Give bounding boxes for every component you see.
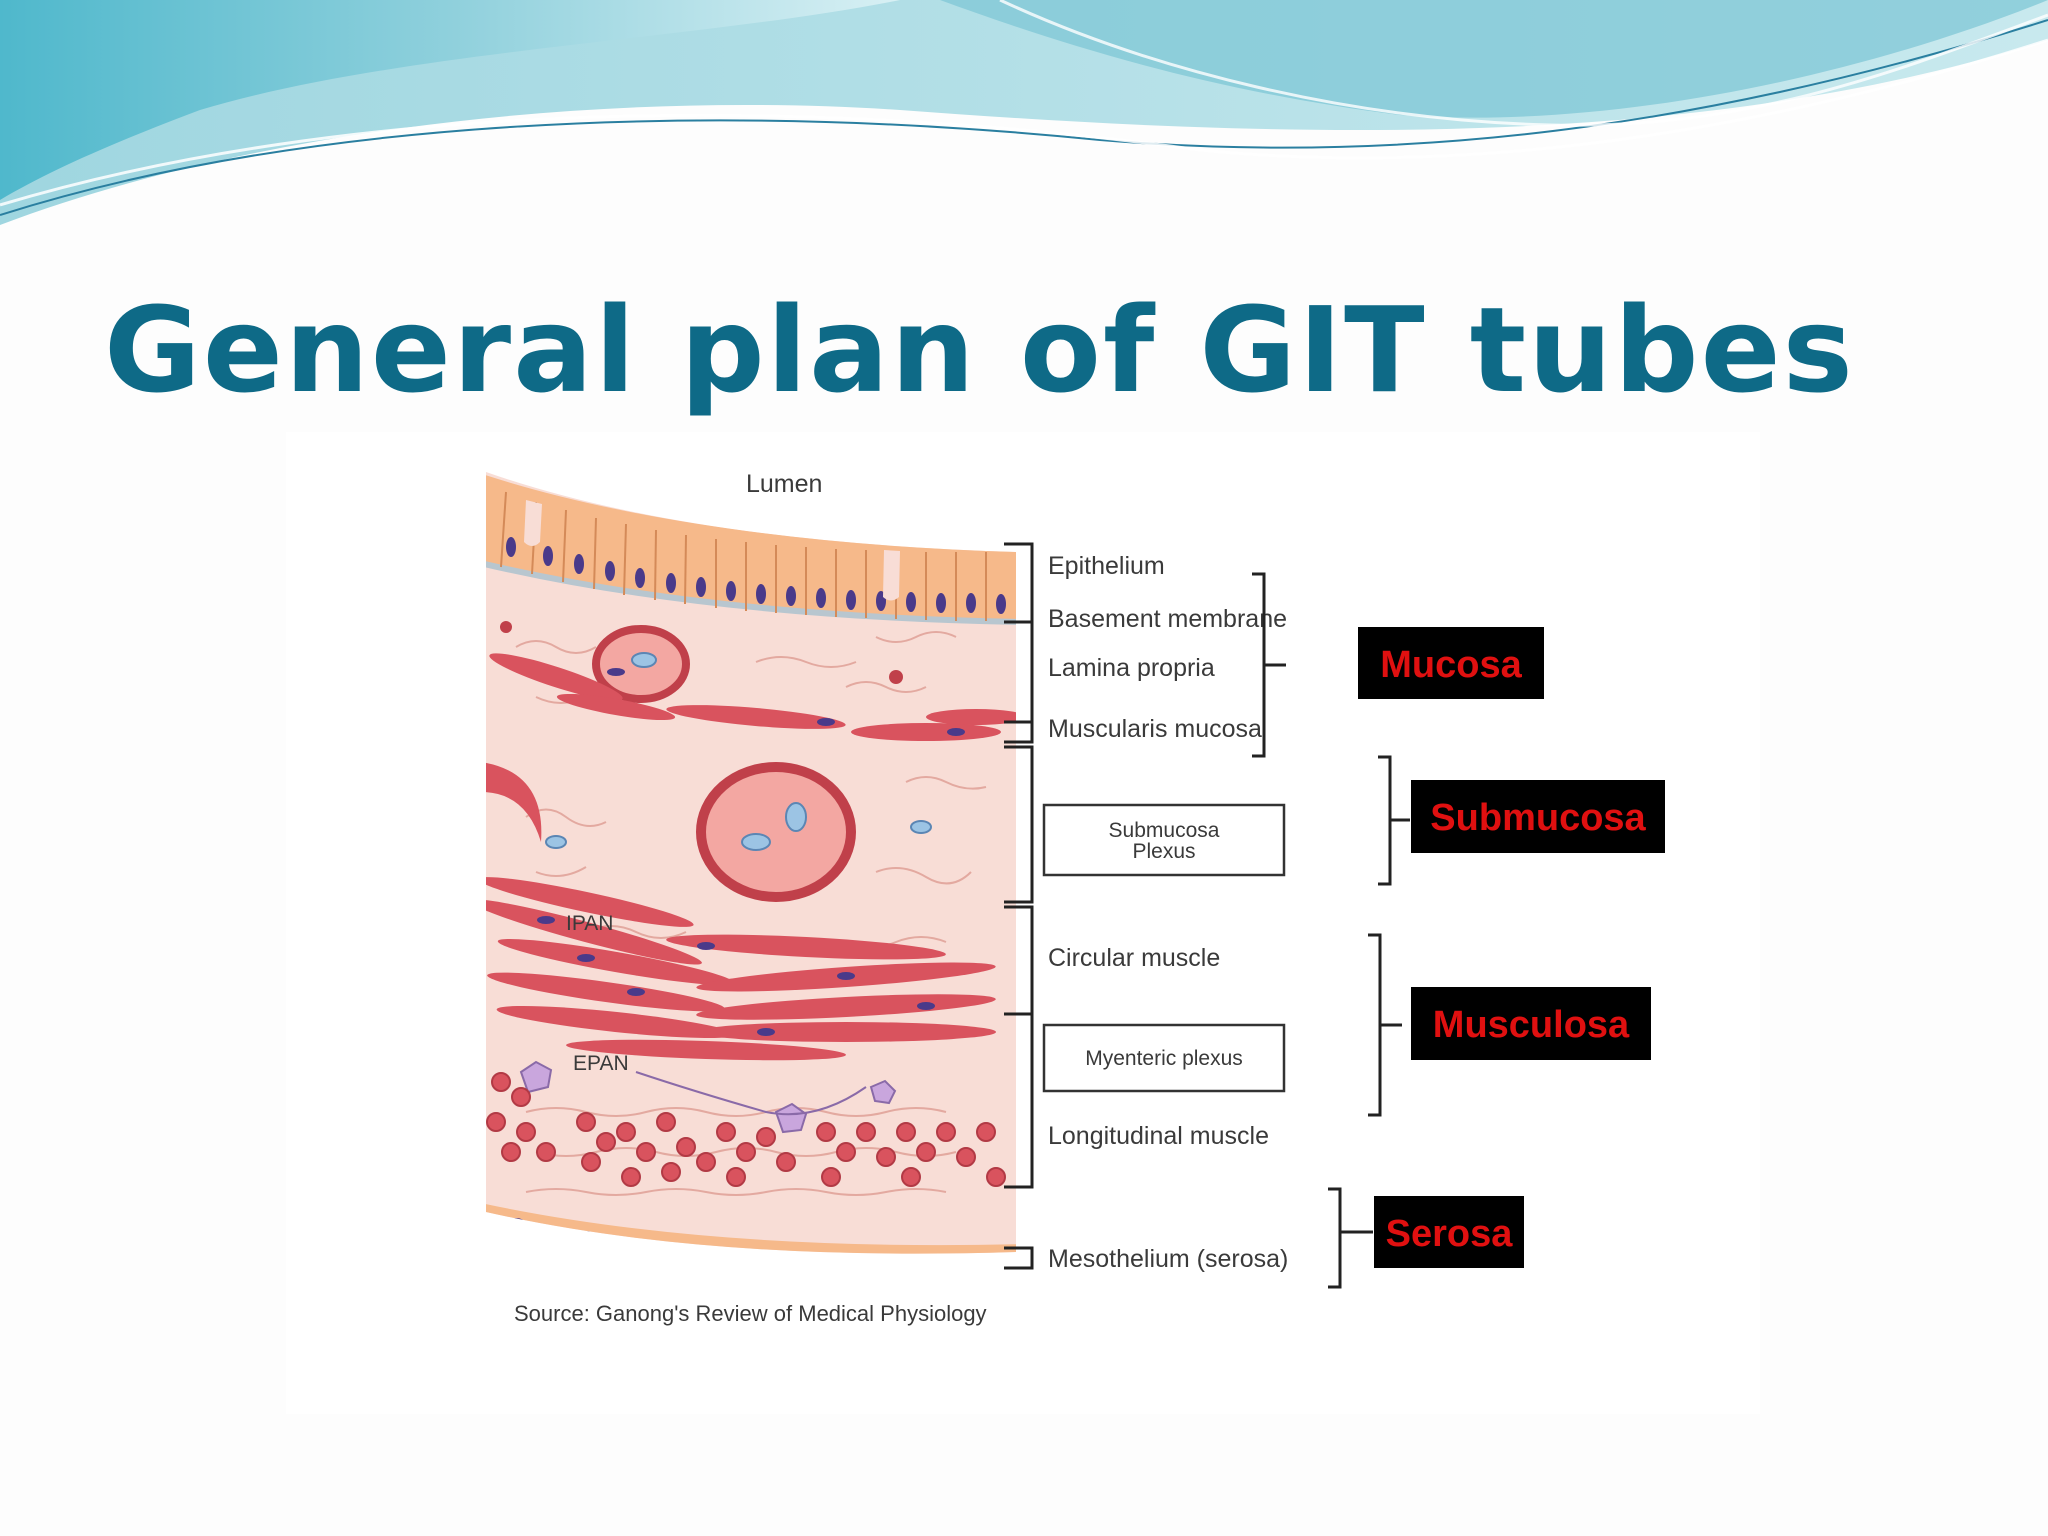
- epithelium-layer: [486, 472, 1016, 625]
- muscle-nuclei: [537, 668, 965, 1036]
- muscularis-mucosa-label: Muscularis mucosa: [1048, 715, 1262, 743]
- region-tag-serosa: Serosa: [1374, 1196, 1524, 1268]
- mesothelium-label: Mesothelium (serosa): [1048, 1245, 1288, 1273]
- blood-vessels: [486, 621, 932, 902]
- git-wall-diagram: Lumen IPAN EPAN Epithelium Basement memb…: [286, 432, 1760, 1414]
- region-brackets: [1252, 572, 1410, 1289]
- muscularis-mucosa-cells: [489, 653, 1016, 741]
- layer-brackets: [1004, 542, 1034, 1270]
- longitudinal-muscle-cells: [486, 1072, 1006, 1187]
- region-tag-mucosa: Mucosa: [1358, 627, 1544, 699]
- myenteric-plexus-label: Myenteric plexus: [1085, 1047, 1243, 1070]
- submucosa-plexus-label-line1: Submucosa: [1109, 819, 1220, 842]
- submucosa-plexus-label-line2: Plexus: [1132, 840, 1195, 863]
- slide-title: General plan of GIT tubes: [104, 281, 1855, 419]
- submucosa-plexus-box: Submucosa Plexus: [1042, 803, 1286, 877]
- longitudinal-muscle-label: Longitudinal muscle: [1048, 1122, 1269, 1150]
- region-label-mucosa: Mucosa: [1380, 644, 1522, 686]
- git-wall-illustration: Lumen IPAN EPAN Epithelium Basement memb…: [486, 470, 1665, 1326]
- region-label-submucosa: Submucosa: [1430, 797, 1646, 839]
- enteric-neurons: [519, 1060, 897, 1134]
- circular-muscle-label: Circular muscle: [1048, 944, 1220, 972]
- region-tag-musculosa: Musculosa: [1411, 987, 1651, 1060]
- region-label-serosa: Serosa: [1386, 1213, 1514, 1255]
- epithelium-label: Epithelium: [1048, 552, 1165, 580]
- myenteric-plexus-box: Myenteric plexus: [1042, 1023, 1286, 1093]
- epan-label: EPAN: [573, 1052, 629, 1075]
- region-label-musculosa: Musculosa: [1433, 1004, 1630, 1046]
- basement-membrane-label: Basement membrane: [1048, 605, 1287, 633]
- circular-muscle-cells: [486, 877, 996, 1061]
- figure-source-caption: Source: Ganong's Review of Medical Physi…: [514, 1301, 987, 1326]
- ipan-label: IPAN: [566, 912, 613, 935]
- tissue-drawing: [486, 472, 1016, 1254]
- lumen-label: Lumen: [746, 470, 822, 498]
- region-tag-submucosa: Submucosa: [1411, 780, 1665, 853]
- wave-header-decoration: [0, 0, 2048, 225]
- lamina-propria-label: Lamina propria: [1048, 654, 1215, 682]
